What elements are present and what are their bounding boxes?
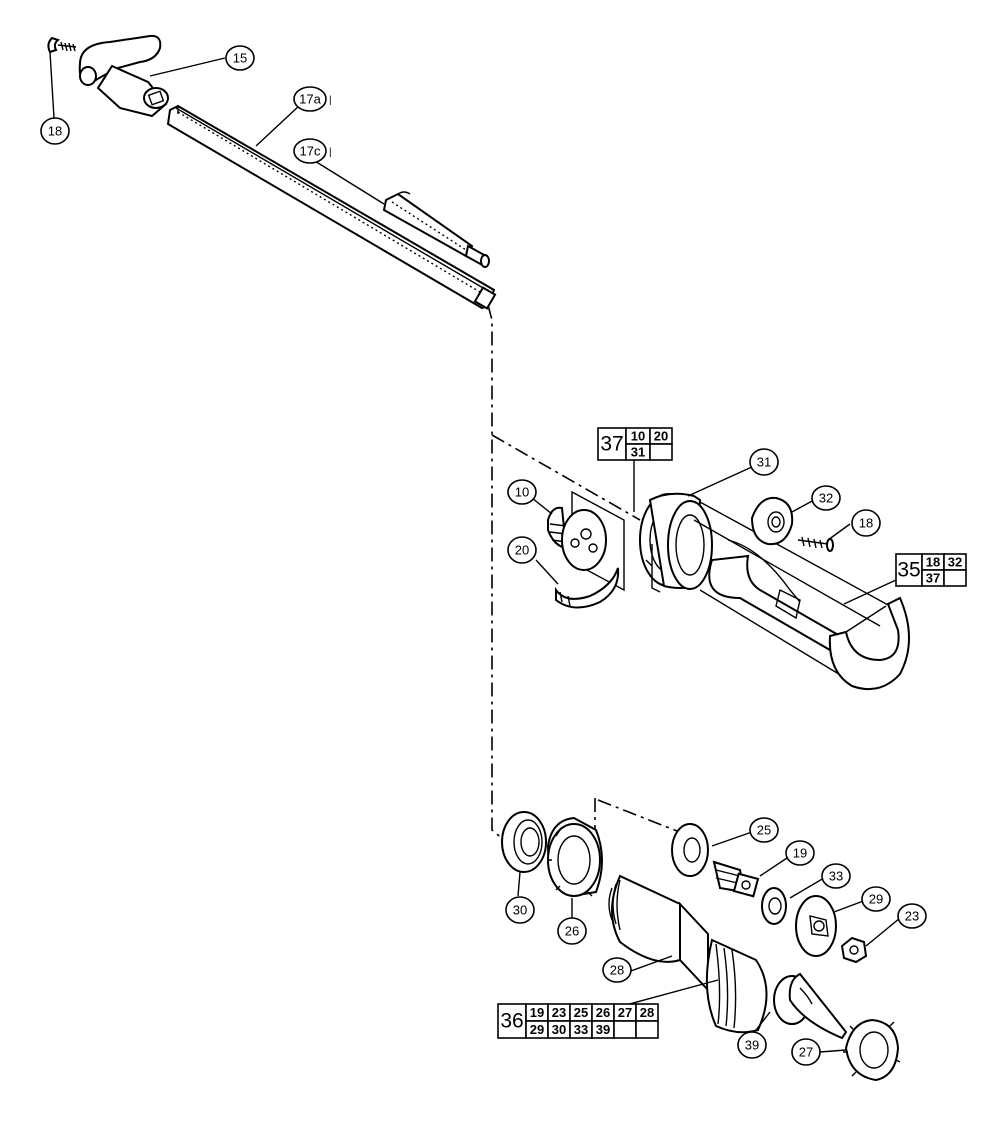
callout-20: 20 xyxy=(507,536,537,564)
washer-part-25 xyxy=(671,823,709,877)
t-handle-part-15 xyxy=(78,34,169,118)
svg-text:15: 15 xyxy=(233,51,247,66)
svg-text:31: 31 xyxy=(757,455,771,470)
svg-text:28: 28 xyxy=(610,963,624,978)
svg-text:18: 18 xyxy=(926,555,940,570)
cap-nut-part-27 xyxy=(843,1018,901,1082)
svg-text:39: 39 xyxy=(745,1038,759,1053)
svg-text:10: 10 xyxy=(515,485,529,500)
svg-text:26: 26 xyxy=(565,924,579,939)
valve-part-19 xyxy=(712,860,760,898)
svg-text:17a: 17a xyxy=(299,92,321,107)
svg-text:18: 18 xyxy=(859,516,873,531)
svg-text:18: 18 xyxy=(48,124,62,139)
kit-box-37: 37 10 20 31 xyxy=(597,427,673,461)
svg-text:30: 30 xyxy=(552,1022,566,1037)
svg-text:19: 19 xyxy=(530,1005,544,1020)
svg-text:37: 37 xyxy=(926,571,940,586)
svg-text:32: 32 xyxy=(819,491,833,506)
seal-part-30 xyxy=(501,811,547,873)
svg-text:33: 33 xyxy=(829,869,843,884)
callout-26: 26 xyxy=(557,917,587,945)
svg-text:25: 25 xyxy=(574,1005,588,1020)
svg-text:23: 23 xyxy=(905,909,919,924)
svg-text:27: 27 xyxy=(799,1045,813,1060)
leader-lines xyxy=(49,51,901,1053)
cap-part-32 xyxy=(750,496,794,546)
svg-text:28: 28 xyxy=(640,1005,654,1020)
nozzle-cone xyxy=(788,972,848,1040)
callout-29: 29 xyxy=(861,886,891,912)
callout-15: 15 xyxy=(225,45,255,71)
callout-30: 30 xyxy=(505,896,535,924)
screw-part-18-top xyxy=(47,36,77,54)
callout-33: 33 xyxy=(821,863,851,889)
tube-part-28 xyxy=(608,874,768,1034)
callout-39: 39 xyxy=(737,1031,767,1059)
svg-text:|: | xyxy=(329,95,332,106)
callout-27: 27 xyxy=(791,1038,821,1066)
callout-28: 28 xyxy=(602,957,632,983)
svg-text:36: 36 xyxy=(500,1010,523,1033)
callout-23: 23 xyxy=(897,903,927,929)
svg-text:29: 29 xyxy=(530,1022,544,1037)
svg-text:25: 25 xyxy=(757,823,771,838)
svg-text:39: 39 xyxy=(596,1022,610,1037)
kit-box-36: 36 19 23 25 26 27 28 29 30 33 39 xyxy=(497,1003,659,1039)
callout-10: 10 xyxy=(507,479,537,505)
svg-text:19: 19 xyxy=(793,846,807,861)
callout-19: 19 xyxy=(785,840,815,866)
callout-18-right: 18 xyxy=(851,509,881,537)
callout-18-top: 18 xyxy=(40,117,70,145)
plunger-part-10 xyxy=(547,490,625,592)
frame-part-31 xyxy=(639,492,910,690)
svg-text:20: 20 xyxy=(654,429,668,444)
callout-32: 32 xyxy=(811,485,841,511)
svg-text:26: 26 xyxy=(596,1005,610,1020)
svg-text:32: 32 xyxy=(948,555,962,570)
rack-rod-part-17c xyxy=(382,191,490,268)
kit-box-35: 35 18 32 37 xyxy=(895,553,967,587)
plate-part-29 xyxy=(795,895,837,957)
svg-text:37: 37 xyxy=(600,433,623,456)
svg-text:31: 31 xyxy=(631,445,645,460)
svg-text:35: 35 xyxy=(897,559,920,582)
washer-part-33 xyxy=(761,887,787,925)
svg-text:30: 30 xyxy=(513,903,527,918)
svg-text:|: | xyxy=(329,147,332,158)
svg-text:33: 33 xyxy=(574,1022,588,1037)
svg-text:17c: 17c xyxy=(300,144,321,159)
screw-part-18-right xyxy=(797,536,834,552)
svg-text:27: 27 xyxy=(618,1005,632,1020)
retainer-part-20 xyxy=(555,567,620,609)
svg-text:23: 23 xyxy=(552,1005,566,1020)
nut-part-26 xyxy=(546,816,603,898)
callout-17a: 17a | xyxy=(293,86,332,112)
callout-31: 31 xyxy=(749,448,779,476)
svg-text:29: 29 xyxy=(869,892,883,907)
callout-17c: 17c | xyxy=(293,138,332,164)
nut-part-23 xyxy=(840,936,868,964)
svg-text:10: 10 xyxy=(631,429,645,444)
rack-rod-part-17a xyxy=(166,104,497,310)
callout-25: 25 xyxy=(749,817,779,843)
svg-text:20: 20 xyxy=(515,543,529,558)
